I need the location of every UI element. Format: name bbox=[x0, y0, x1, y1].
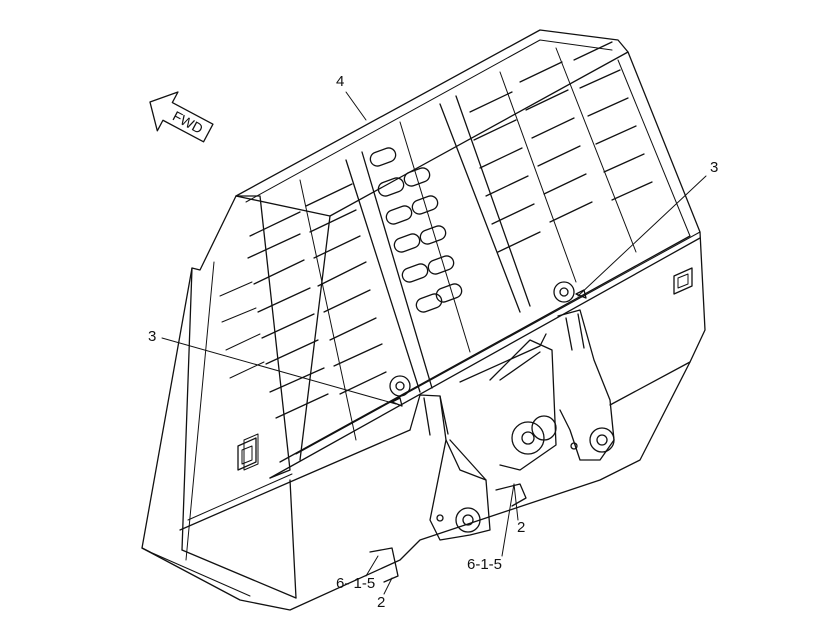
callout-2-center: 2 bbox=[517, 519, 525, 536]
bucket-back-grid bbox=[219, 41, 701, 479]
callout-3-left: 3 bbox=[148, 328, 156, 345]
callouts: 4 3 3 2 6-1-5 6- 1-5 2 bbox=[148, 73, 718, 611]
callout-3-right: 3 bbox=[710, 159, 718, 176]
cat-logo-left bbox=[237, 437, 257, 471]
cat-logo-right bbox=[673, 267, 693, 295]
fwd-arrow-icon: FWD bbox=[149, 91, 214, 143]
callout-4: 4 bbox=[336, 73, 344, 90]
bucket-shell bbox=[141, 29, 706, 611]
callout-6-1-5-bottom: 6- 1-5 bbox=[336, 575, 375, 592]
callout-6-1-5-center: 6-1-5 bbox=[467, 556, 502, 573]
callout-2-bottom: 2 bbox=[377, 594, 385, 611]
leader-lines bbox=[161, 91, 707, 595]
